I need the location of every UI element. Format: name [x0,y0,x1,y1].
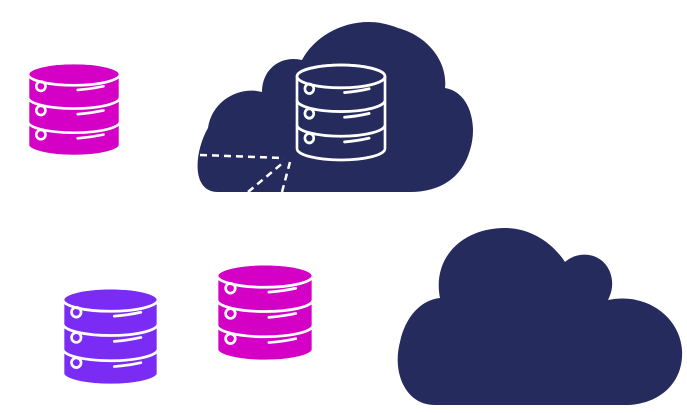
dashed-arrow [280,161,292,193]
dashed-arrow [199,153,285,160]
database-icon-violet [61,286,160,387]
database-icon-in-cloud [295,63,387,162]
database-icon-magenta-bottom [215,262,315,363]
cloud-icon-bottom [397,228,683,405]
dashed-arrow [247,161,285,193]
cloud-icon-top [197,22,473,193]
database-icon-magenta-top [26,61,122,158]
